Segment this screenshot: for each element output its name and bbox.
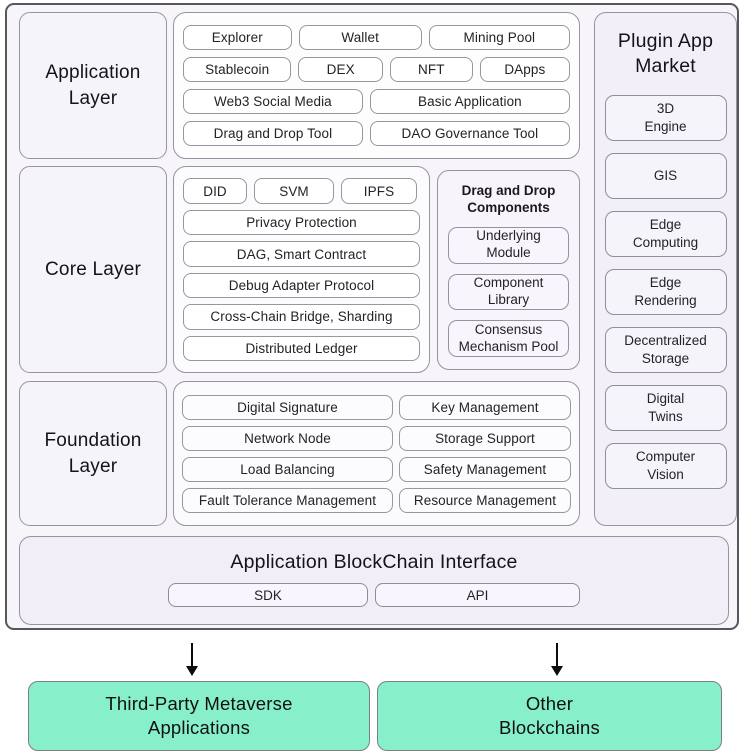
application-row-4: Drag and Drop Tool DAO Governance Tool: [183, 121, 570, 146]
drag-and-drop-components-panel: Drag and Drop Components Underlying Modu…: [437, 170, 580, 370]
platform-container: Application Layer Core Layer Foundation …: [5, 3, 739, 630]
node-storage-support: Storage Support: [399, 425, 571, 451]
down-arrow-icon-right: [550, 643, 564, 676]
node-basic-application: Basic Application: [369, 89, 570, 114]
plugin-app-market-panel: Plugin App Market 3D Engine GIS Edge Com…: [594, 12, 737, 526]
application-blockchain-interface-panel: Application BlockChain Interface SDK API: [19, 536, 729, 625]
node-drag-and-drop-tool: Drag and Drop Tool: [183, 121, 363, 146]
node-underlying-module: Underlying Module: [448, 226, 569, 264]
node-debug-adapter-protocol: Debug Adapter Protocol: [183, 272, 420, 299]
node-dao-governance-tool: DAO Governance Tool: [369, 121, 570, 146]
node-dag-smart-contract: DAG, Smart Contract: [183, 241, 420, 267]
node-computer-vision: Computer Vision: [604, 442, 727, 489]
application-row-3: Web3 Social Media Basic Application: [183, 89, 570, 114]
node-decentralized-storage: Decentralized Storage: [604, 326, 727, 373]
node-consensus-mechanism-pool: Consensus Mechanism Pool: [448, 320, 569, 357]
arrow-head: [186, 666, 198, 676]
arrow-head: [551, 666, 563, 676]
core-layer-box: Core Layer: [19, 166, 167, 373]
node-distributed-ledger: Distributed Ledger: [183, 335, 420, 362]
foundation-row-4: Fault Tolerance Management Resource Mana…: [182, 487, 571, 513]
other-blockchains-box: Other Blockchains: [377, 681, 722, 751]
node-dex: DEX: [298, 57, 383, 82]
node-key-management: Key Management: [399, 394, 571, 420]
application-row-2: Stablecoin DEX NFT DApps: [183, 57, 570, 82]
node-explorer: Explorer: [183, 25, 292, 50]
node-fault-tolerance-management: Fault Tolerance Management: [182, 487, 393, 513]
node-edge-computing: Edge Computing: [604, 210, 727, 257]
application-layer-panel: Explorer Wallet Mining Pool Stablecoin D…: [173, 12, 580, 159]
node-api: API: [375, 583, 580, 607]
node-safety-management: Safety Management: [399, 456, 571, 482]
node-network-node: Network Node: [182, 425, 393, 451]
node-did: DID: [183, 178, 247, 204]
node-digital-twins: Digital Twins: [604, 384, 727, 431]
application-layer-box: Application Layer: [19, 12, 167, 159]
drag-and-drop-components-title: Drag and Drop Components: [461, 183, 556, 215]
foundation-layer-box: Foundation Layer: [19, 381, 167, 526]
node-nft: NFT: [389, 57, 473, 82]
node-svm: SVM: [254, 178, 334, 204]
node-privacy-protection: Privacy Protection: [183, 210, 420, 236]
foundation-row-1: Digital Signature Key Management: [182, 394, 571, 420]
down-arrow-icon-left: [185, 643, 199, 676]
node-edge-rendering: Edge Rendering: [604, 268, 727, 315]
node-3d-engine: 3D Engine: [604, 94, 727, 141]
core-row-1: DID SVM IPFS: [183, 178, 420, 204]
node-gis: GIS: [604, 152, 727, 199]
node-dapps: DApps: [479, 57, 570, 82]
arrow-stem: [191, 643, 193, 667]
third-party-metaverse-applications-box: Third-Party Metaverse Applications: [28, 681, 370, 751]
application-blockchain-interface-title: Application BlockChain Interface: [230, 551, 518, 573]
node-ipfs: IPFS: [341, 178, 417, 204]
node-resource-management: Resource Management: [399, 487, 571, 513]
abi-buttons-row: SDK API: [168, 583, 580, 607]
node-sdk: SDK: [168, 583, 368, 607]
node-component-library: Component Library: [448, 273, 569, 311]
node-wallet: Wallet: [298, 25, 422, 50]
node-web3-social-media: Web3 Social Media: [183, 89, 363, 114]
foundation-row-3: Load Balancing Safety Management: [182, 456, 571, 482]
node-mining-pool: Mining Pool: [428, 25, 570, 50]
node-cross-chain-bridge-sharding: Cross-Chain Bridge, Sharding: [183, 304, 420, 330]
application-row-1: Explorer Wallet Mining Pool: [183, 25, 570, 50]
plugin-app-market-list: 3D Engine GIS Edge Computing Edge Render…: [604, 94, 727, 489]
foundation-row-2: Network Node Storage Support: [182, 425, 571, 451]
node-stablecoin: Stablecoin: [183, 57, 292, 82]
arrow-stem: [556, 643, 558, 667]
core-layer-panel: DID SVM IPFS Privacy Protection DAG, Sma…: [173, 166, 430, 373]
foundation-layer-panel: Digital Signature Key Management Network…: [173, 381, 580, 526]
plugin-app-market-title: Plugin App Market: [617, 30, 714, 78]
node-load-balancing: Load Balancing: [182, 456, 393, 482]
node-digital-signature: Digital Signature: [182, 394, 393, 420]
